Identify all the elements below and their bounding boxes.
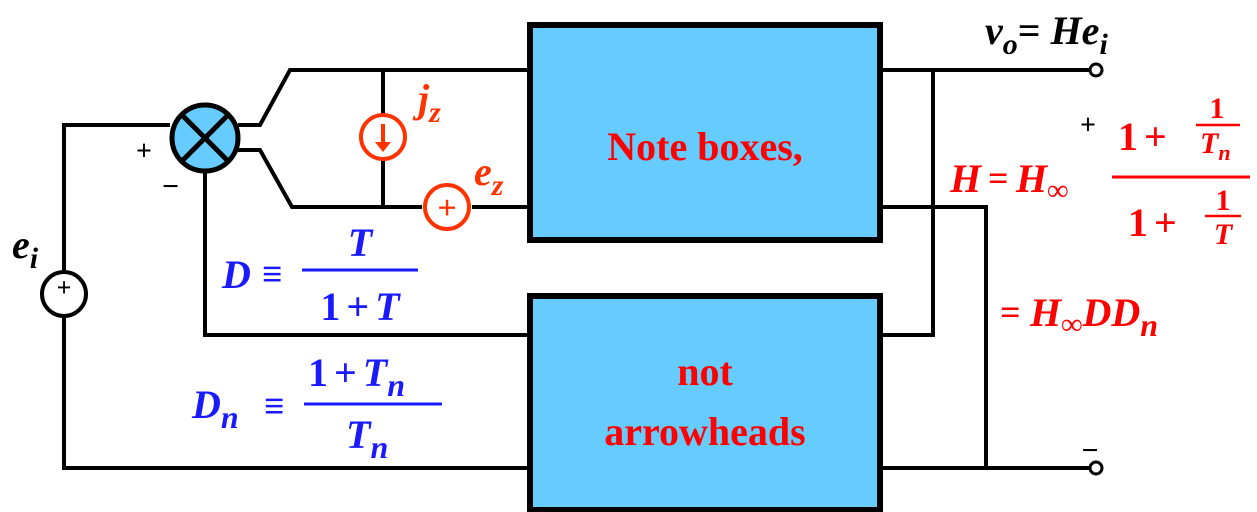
summer-out-lower — [238, 148, 422, 209]
eq-H-num-frac-num: 1 — [1210, 92, 1225, 125]
ez-voltage-source: + — [423, 183, 471, 231]
summer-out-upper — [238, 68, 530, 127]
eq-H-den-1: 1+ — [1128, 200, 1177, 245]
eq-H-lhs: H — [949, 156, 983, 201]
input-source: + — [40, 270, 88, 318]
eq-D-num: T — [348, 220, 374, 265]
output-terminal-positive — [1088, 62, 1104, 78]
bottom-block-label-line2: arrowheads — [604, 409, 805, 454]
jz-label: jz — [412, 76, 441, 129]
eq-Dn-den: Tn — [346, 412, 388, 465]
eq-Dn-rel: ≡ — [264, 386, 285, 426]
input-wire-top — [62, 123, 170, 270]
eq-H2-body: H∞DDn — [1029, 290, 1158, 343]
eq-H-Hinf: H∞ — [1015, 156, 1069, 207]
top-block-lower-out — [880, 205, 988, 468]
summer-plus-sign: + — [136, 136, 152, 167]
ez-sign: + — [437, 190, 456, 227]
summing-junction — [169, 102, 241, 174]
jz-current-source — [359, 113, 407, 161]
eq-H-num-frac-den: Tn — [1200, 127, 1231, 165]
eq-D-lhs: D — [221, 252, 251, 297]
summer-minus-sign: − — [162, 170, 179, 203]
equation-Dn: Dn ≡ 1+Tn Tn — [191, 350, 442, 465]
eq-D-den: 1+T — [320, 284, 401, 329]
eq-H-den-frac-den: T — [1214, 218, 1234, 251]
eq-H-num-1: 1+ — [1118, 114, 1167, 159]
input-label: ei — [12, 222, 39, 275]
eq-Dn-lhs: Dn — [191, 382, 239, 435]
bottom-block: not arrowheads — [527, 293, 883, 512]
eq-Dn-num: 1+Tn — [308, 350, 405, 403]
eq-H-den-frac-num: 1 — [1216, 184, 1231, 217]
feedback-wire — [203, 150, 530, 337]
eq-D-rel: ≡ — [262, 254, 283, 294]
input-wire-bottom — [62, 318, 530, 470]
input-source-sign: + — [57, 273, 72, 302]
sense-wire — [880, 70, 935, 337]
eq-H-rel: = — [988, 158, 1009, 198]
output-terminal-negative — [1088, 460, 1104, 476]
output-minus-sign: − — [1081, 434, 1098, 467]
output-plus-sign: + — [1080, 110, 1096, 141]
top-block: Note boxes, — [527, 22, 883, 243]
equation-D: D ≡ T 1+T — [221, 220, 418, 329]
equation-H2: = H∞DDn — [1000, 290, 1158, 343]
wires — [62, 68, 1090, 470]
ez-label: ez — [474, 149, 504, 202]
top-block-label: Note boxes, — [607, 124, 803, 169]
equation-H: H = H∞ 1+ 1 Tn 1+ 1 T — [949, 92, 1250, 251]
bottom-block-label-line1: not — [677, 349, 733, 394]
output-label: vo= Hei — [985, 8, 1108, 61]
eq-H2-rel: = — [1000, 292, 1021, 332]
